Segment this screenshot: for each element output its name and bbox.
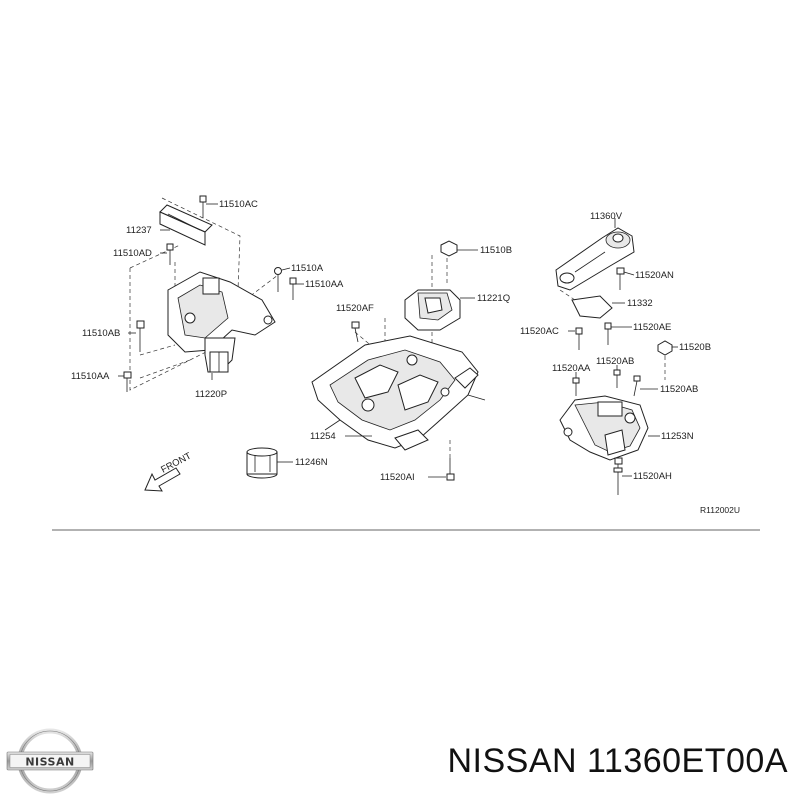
label-11520AA: 11520AA [552,363,591,374]
bolt-11520AH [614,457,623,465]
bolt-11520AI [446,473,455,481]
label-11220P: 11220P [195,389,227,400]
label-11520B: 11520B [679,342,711,353]
left-mount-assembly [123,195,297,392]
bolt-11520AF [351,321,360,329]
label-11510AA-lower: 11510AA [71,371,110,382]
bolt-11510AB [136,320,145,329]
nut-11520B [657,340,673,356]
bolt-11510AA [289,277,297,285]
bolt-11520AB-upper [613,369,621,376]
front-arrow: FRONT [144,450,193,492]
label-11520AB: 11520AB [596,356,634,367]
bolt-11510A [274,267,282,275]
label-11510AB: 11510AB [82,328,120,339]
product-title: NISSAN 11360ET00A [447,742,788,780]
bolt-11510AC [199,195,207,203]
label-11510A: 11510A [291,263,324,274]
bushing-11246N [246,447,278,479]
label-11520AC: 11520AC [520,326,559,337]
bolt-11520AA [572,377,580,384]
label-11510B: 11510B [480,245,512,256]
label-11520AE: 11520AE [633,322,671,333]
label-11510AA: 11510AA [305,279,344,290]
label-11360V: 11360V [590,211,623,222]
label-11520AB-right: 11520AB [660,384,698,395]
label-11520AH: 11520AH [633,471,672,482]
label-11237: 11237 [126,225,152,236]
right-assembly [555,227,673,495]
ref-code-label: R112002U [700,505,740,515]
bolt-11520AN [616,267,625,275]
label-11332: 11332 [627,298,653,309]
leader-lines [118,203,678,478]
nissan-logo: NISSAN [6,728,94,794]
bracket-11332 [571,295,613,319]
label-11510AC: 11510AC [219,199,258,210]
bolt-11510AD [166,243,174,251]
part-labels: 11510AC 11237 11510AD 11510A 11510AA 115… [71,199,740,515]
label-11520AN: 11520AN [635,270,674,281]
center-assembly [246,240,486,481]
logo-wordmark: NISSAN [25,756,74,769]
label-11246N: 11246N [295,457,328,468]
label-11520AI: 11520AI [380,472,415,483]
label-11254: 11254 [310,431,336,442]
nut-11510B [440,240,458,257]
bolt-11520AE [604,322,612,330]
label-11253N: 11253N [661,431,694,442]
bolt-11520AC [575,327,583,335]
label-11520AF: 11520AF [336,303,374,314]
label-11221Q: 11221Q [477,293,510,304]
label-11510AD: 11510AD [113,248,152,259]
